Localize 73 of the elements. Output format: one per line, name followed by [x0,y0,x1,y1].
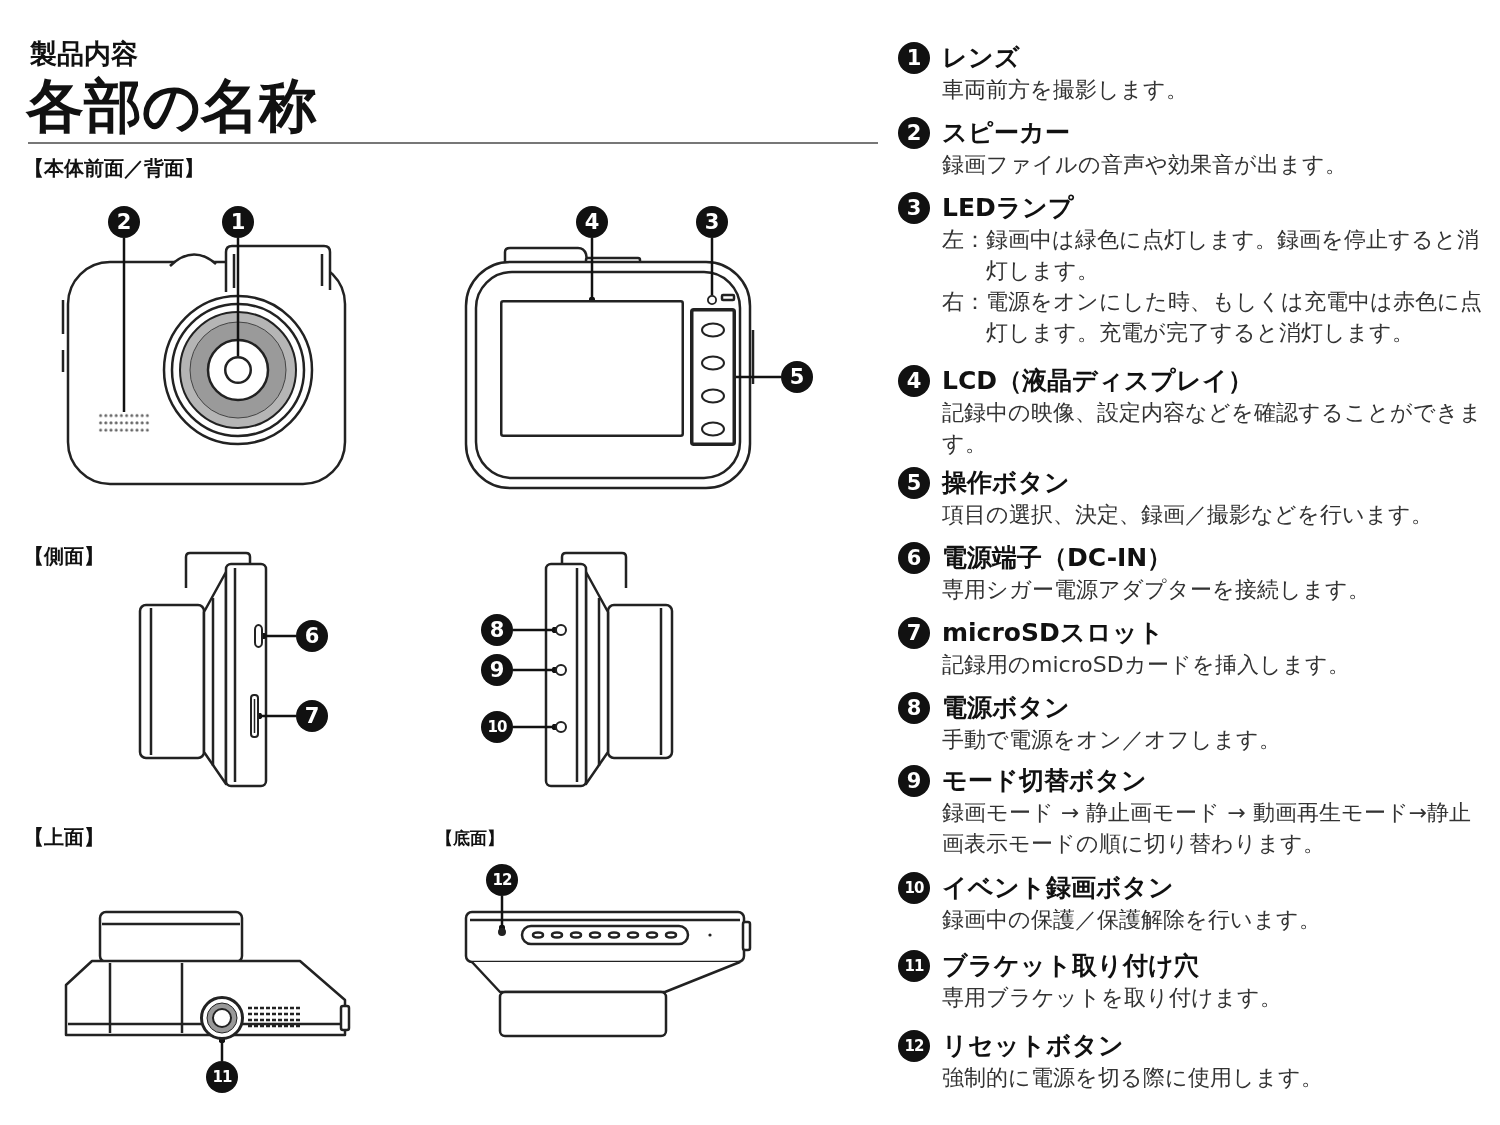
lcd-screen [500,300,684,437]
part-description: 項目の選択、決定、録画／撮影などを行います。 [942,501,1434,529]
side-button [555,721,567,733]
part-name: レンズ [942,42,1020,74]
callout-number: 5 [781,361,813,393]
part-description: 専用ブラケットを取り付けます。 [942,984,1283,1012]
item-number: 9 [898,765,930,797]
header-label: 製品内容 [30,38,138,71]
view-heading: 【底面】 [436,828,504,849]
item-number: 5 [898,467,930,499]
callout-number: 12 [486,864,518,896]
view-heading: 【上面】 [24,825,104,849]
callout-number: 9 [481,654,513,686]
part-name: LEDランプ [942,192,1074,224]
part-name: イベント録画ボタン [942,872,1174,904]
callout-number: 6 [296,620,328,652]
item-number: 8 [898,692,930,724]
leader-line [236,238,240,356]
leader-line [736,375,781,379]
view-heading: 【本体前面／背面】 [24,156,204,180]
callout-number: 4 [576,206,608,238]
callout-number: 2 [108,206,140,238]
part-description: 左：録画中は緑色に点灯します。録画を停止すると消灯します。 [942,226,1480,285]
side-button [555,664,567,676]
part-name: 電源ボタン [942,692,1070,724]
leader-line [498,896,506,932]
callout-number: 8 [481,614,513,646]
power-jack [254,624,263,648]
part-name: LCD（液晶ディスプレイ） [942,365,1254,397]
card-slot [250,694,259,738]
part-name: 操作ボタン [942,467,1070,499]
button-panel [690,308,736,446]
speaker-grille [98,412,150,434]
item-number: 7 [898,617,930,649]
item-number: 1 [898,42,930,74]
leader-line [122,238,126,412]
leader-line [513,723,559,731]
item-number: 4 [898,365,930,397]
part-description: 車両前方を撮影します。 [942,76,1189,104]
part-description: 録画ファイルの音声や効果音が出ます。 [942,151,1348,179]
callout-number: 11 [206,1061,238,1093]
view-heading: 【側面】 [24,544,104,568]
callout-number: 1 [222,206,254,238]
item-number: 2 [898,117,930,149]
led-lamp [707,295,717,305]
part-description: 録画中の保護／保護解除を行います。 [942,906,1322,934]
part-name: リセットボタン [942,1030,1124,1062]
item-number: 10 [898,872,930,904]
part-description: 記録中の映像、設定内容などを確認することができます。 [942,399,1483,458]
item-number: 12 [898,1030,930,1062]
item-number: 3 [898,192,930,224]
item-number: 6 [898,542,930,574]
item-number: 11 [898,950,930,982]
title: 各部の名称 [26,74,317,138]
part-description: 手動で電源をオン／オフします。 [942,726,1282,754]
callout-number: 10 [481,711,513,743]
side-button [555,624,567,636]
leader-line [513,666,559,674]
part-description: 記録用のmicroSDカードを挿入します。 [942,651,1351,679]
part-name: ブラケット取り付け穴 [942,950,1199,982]
mount-hole [200,996,244,1040]
part-name: microSDスロット [942,617,1164,649]
reset-hole [498,928,506,936]
part-name: 電源端子（DC-IN） [942,542,1173,574]
leader-line [513,626,559,634]
part-description: 強制的に電源を切る際に使用します。 [942,1064,1324,1092]
part-description: 専用シガー電源アダプターを接続します。 [942,576,1371,604]
part-name: スピーカー [942,117,1070,149]
part-description: 右：電源をオンにした時、もしくは充電中は赤色に点灯します。充電が完了すると消灯します。 [942,288,1483,347]
part-description: 録画モード → 静止画モード → 動画再生モード→静止画表示モードの順に切り替わります。 [942,799,1473,858]
callout-number: 3 [696,206,728,238]
part-name: モード切替ボタン [942,765,1147,797]
callout-number: 7 [296,700,328,732]
